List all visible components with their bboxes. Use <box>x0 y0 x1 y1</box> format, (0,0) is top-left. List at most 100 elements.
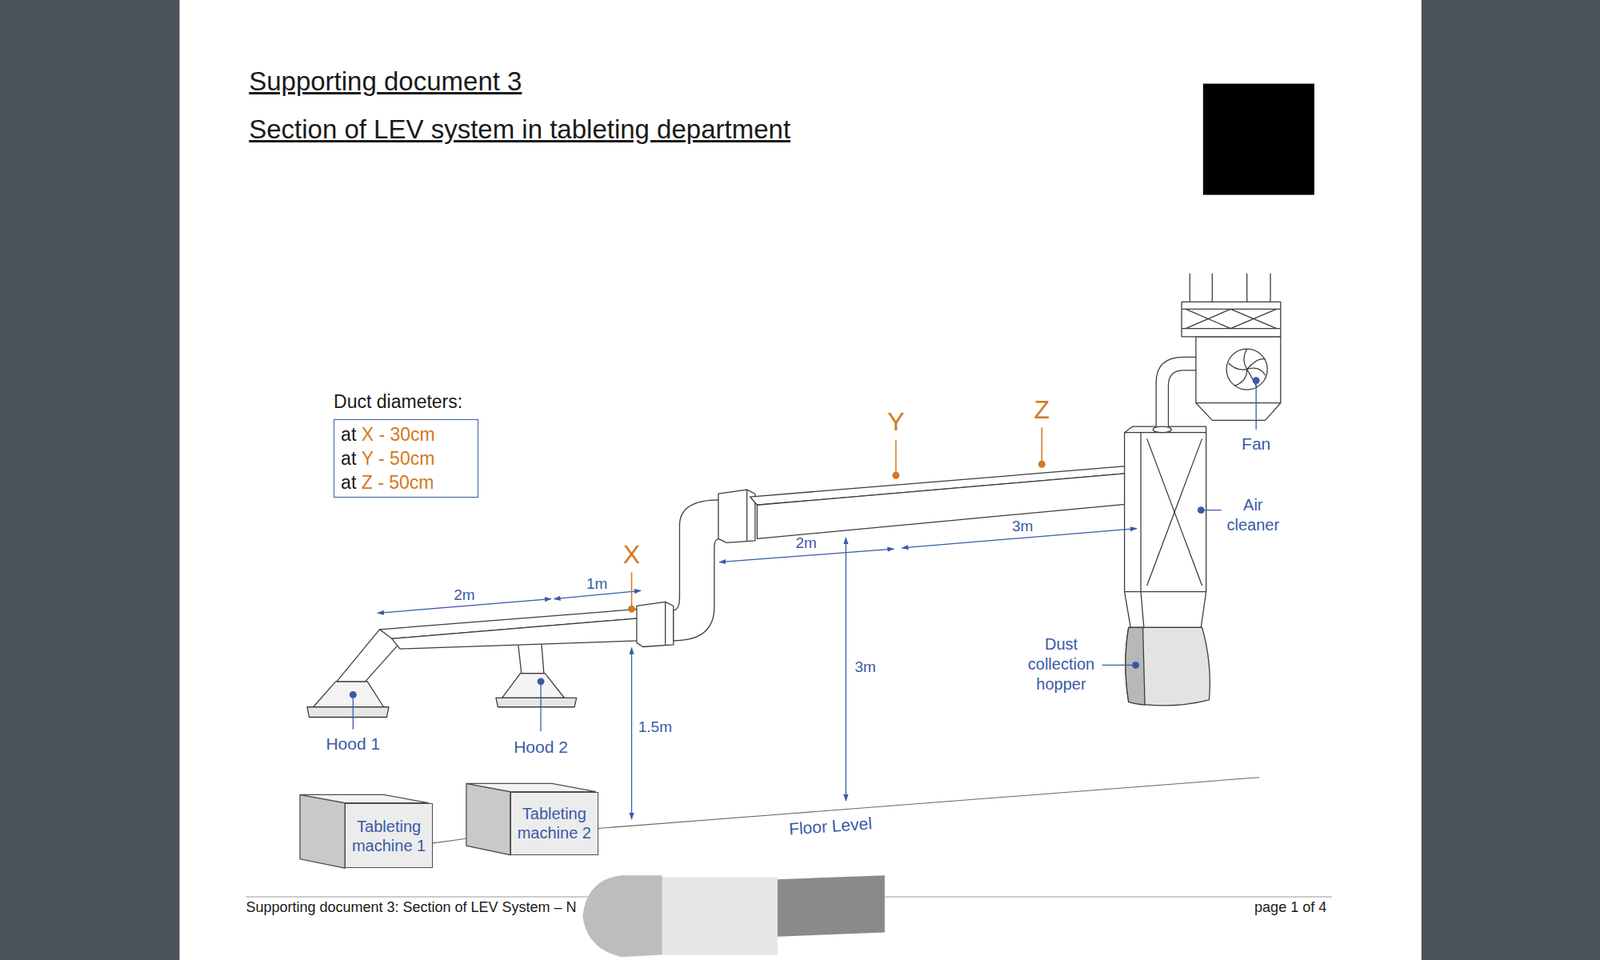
dimension: 1.5m <box>638 718 672 736</box>
key-value: Z - 50cm <box>361 472 435 493</box>
air-cleaner-body <box>1124 432 1207 592</box>
key-word: at <box>340 424 356 445</box>
dimension-line <box>631 648 632 820</box>
leader-lines <box>352 380 1256 732</box>
redaction-part <box>582 875 662 957</box>
point-leader <box>1041 427 1044 464</box>
duct-front-face <box>756 471 1151 539</box>
leader-dot <box>1197 506 1205 514</box>
part-name: Fan <box>1241 434 1271 454</box>
flange-edge <box>664 601 666 645</box>
machine-top-face <box>300 794 429 803</box>
part-name: Air cleaner <box>1219 495 1288 536</box>
dimension: 2m <box>453 586 475 604</box>
air-cleaner-edge <box>1140 432 1141 592</box>
fan-housing-edge <box>1196 402 1281 404</box>
leader-dot <box>349 691 357 699</box>
point-dot <box>1038 460 1046 468</box>
document-subtitle: Section of LEV system in tableting depar… <box>248 114 791 145</box>
point-marker: Z <box>1034 394 1051 424</box>
fan-blades <box>1228 348 1266 388</box>
key-heading: Duct diameters: <box>333 391 463 412</box>
key-word: at <box>340 448 356 469</box>
dimension: 3m <box>1012 517 1033 536</box>
dimension: 2m <box>795 534 816 552</box>
dimension: 1m <box>586 575 608 593</box>
point-marker: Y <box>887 406 904 436</box>
point-marker: X <box>623 539 640 569</box>
document-title: Supporting document 3 <box>248 66 522 97</box>
air-cleaner-top <box>1124 426 1207 433</box>
point-leader <box>895 440 897 476</box>
air-cleaner-cross <box>1147 438 1203 586</box>
fan-wheel <box>1226 348 1268 390</box>
point-leaders <box>632 427 1043 609</box>
dust-hopper <box>1125 627 1210 706</box>
dust-hopper-shade <box>1125 627 1145 705</box>
part-name: Dust collection hopper <box>1017 634 1106 695</box>
point-dot <box>892 472 900 480</box>
machine-side-face <box>466 783 511 855</box>
flange-edge <box>746 489 748 541</box>
key-value: Y - 50cm <box>361 448 436 469</box>
part-name: Hood 2 <box>513 737 568 757</box>
duct-front-face <box>392 618 640 649</box>
redaction-part <box>662 877 778 956</box>
floor-line <box>428 838 467 844</box>
page-number: page 1 of 4 <box>1254 899 1327 916</box>
leader-dots <box>349 376 1260 699</box>
air-cleaner-taper <box>1124 592 1207 628</box>
page-sheet <box>179 0 1421 960</box>
diameter-key-box: Duct diameters:atX - 30cmatY - 50cmatZ -… <box>333 419 479 498</box>
point-dots <box>628 460 1046 613</box>
leader-line <box>1102 664 1136 666</box>
machine-name: Tableting machine 2 <box>514 804 595 843</box>
hood-lip <box>496 697 577 707</box>
leader-dot <box>537 677 545 685</box>
key-row: atZ - 50cm <box>340 470 472 495</box>
key-word: at <box>340 472 356 493</box>
dimension-lines <box>377 528 1137 820</box>
machine-top-face <box>466 783 596 792</box>
duct-bend <box>673 500 720 641</box>
floor-line <box>597 777 1260 829</box>
leader-line <box>1256 380 1257 430</box>
stack-frame <box>1181 301 1281 336</box>
air-cleaner-edge <box>1140 592 1144 628</box>
key-row: atX - 30cm <box>340 422 472 447</box>
point-dot <box>628 605 636 613</box>
hood-lip <box>307 707 389 718</box>
machine-box: Tableting machine 2 <box>510 792 599 856</box>
duct-flange <box>636 601 674 647</box>
redaction-part <box>777 875 885 937</box>
machine-name: Tableting machine 1 <box>348 816 429 856</box>
key-row: atY - 50cm <box>340 446 472 471</box>
leader-dot <box>1252 376 1260 384</box>
key-value: X - 30cm <box>361 424 436 445</box>
fan-housing <box>1196 336 1281 421</box>
dimension-line <box>554 590 641 599</box>
air-cleaner-cross <box>1147 438 1203 586</box>
point-leader <box>631 572 633 609</box>
leader-line <box>540 681 541 732</box>
redaction-blob <box>582 875 885 957</box>
stack-bracing <box>1185 308 1277 328</box>
leader-dot <box>1132 661 1140 669</box>
footer-text: Supporting document 3: Section of LEV Sy… <box>245 899 576 916</box>
part-name: Hood 1 <box>325 734 380 754</box>
machine-box: Tableting machine 1 <box>344 803 433 869</box>
hood-body <box>502 673 565 699</box>
dimension-line <box>845 537 847 801</box>
duct-flange <box>718 489 756 543</box>
stack-duct <box>1189 273 1271 303</box>
duct-system <box>307 273 1281 718</box>
pipe-collar <box>1152 426 1172 433</box>
machine-side-face <box>300 794 345 868</box>
fan-inlet-pipe <box>1156 356 1200 431</box>
hood-body <box>313 681 384 708</box>
dimension: 3m <box>854 658 876 676</box>
leader-line <box>352 694 354 729</box>
redaction-box <box>1203 84 1315 196</box>
